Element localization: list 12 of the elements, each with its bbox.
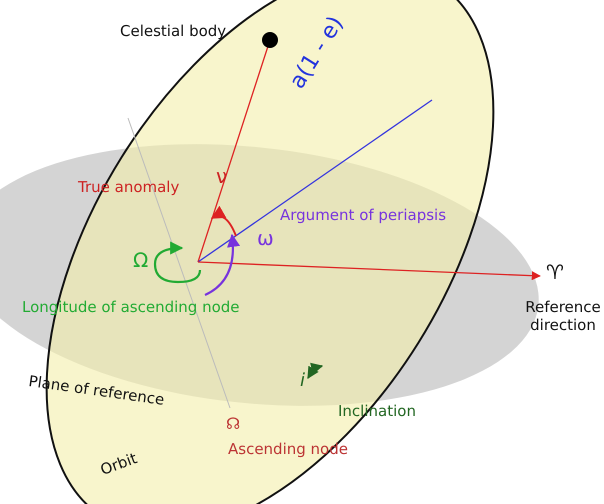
angle-symbol: ν	[216, 164, 228, 188]
orbit-label: Orbit	[98, 449, 140, 479]
plane-label: Plane of reference	[28, 372, 166, 409]
angle-symbol: ω	[257, 226, 274, 250]
direction-symbol: ♈	[546, 260, 564, 284]
angle-symbol: i	[300, 370, 306, 392]
angle-label: Argument of periapsis	[280, 206, 446, 224]
direction-label: Reference direction	[524, 298, 602, 334]
axis-length-label: a(1 - e)	[285, 12, 350, 94]
node-symbol: ☊	[226, 414, 240, 434]
body-label: Celestial body	[120, 22, 226, 40]
angle-symbol: Ω	[133, 248, 148, 272]
